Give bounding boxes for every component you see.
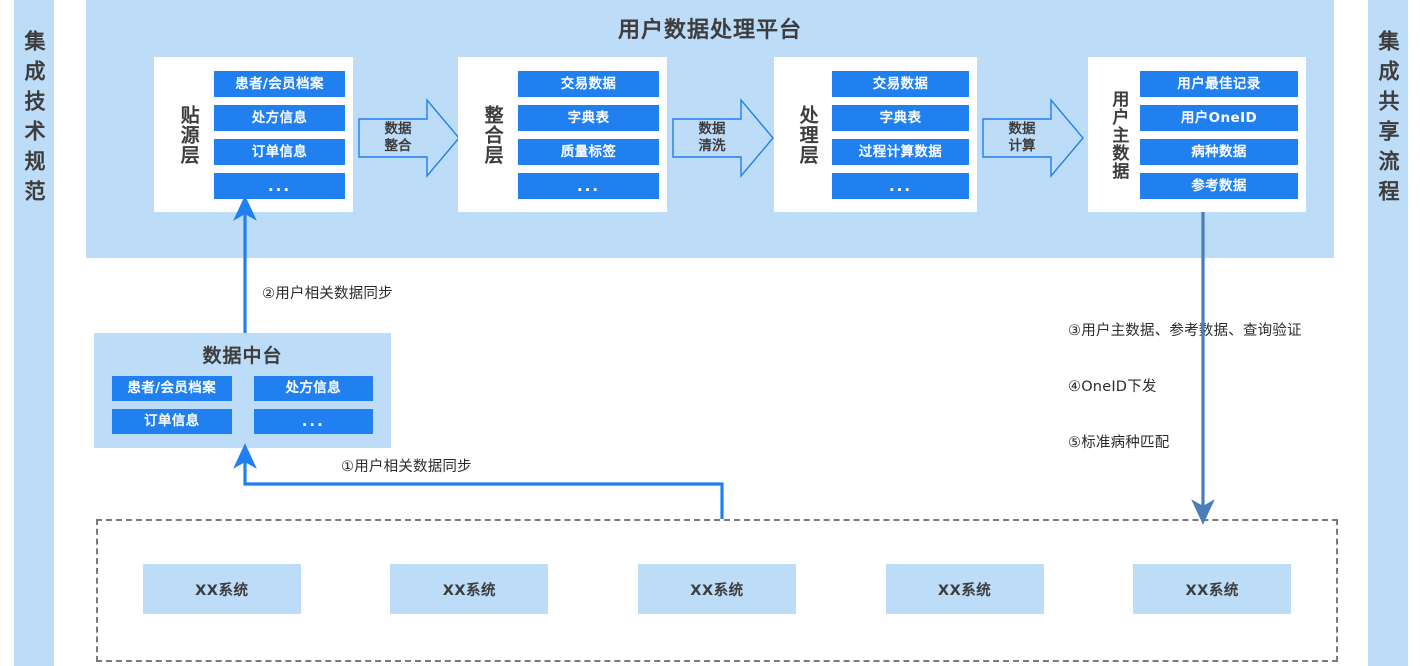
layer-name: 贴源层	[177, 104, 200, 165]
block-arrow-data-integration: 数据 整合	[357, 97, 461, 179]
layer-item-chip: 用户最佳记录	[1140, 70, 1298, 97]
block-arrow-icon	[672, 98, 774, 178]
layer-item-chip: 处方信息	[214, 104, 345, 131]
block-arrow-icon	[982, 98, 1084, 178]
block-arrow-data-compute: 数据 计算	[981, 97, 1085, 179]
annotation-flow-2: ②用户相关数据同步	[262, 286, 393, 302]
layer-box-integration: 整合层 交易数据 字典表 质量标签 ...	[458, 57, 667, 212]
layer-item-chip: 交易数据	[518, 70, 659, 97]
layer-box-source: 贴源层 患者/会员档案 处方信息 订单信息 ...	[154, 57, 353, 212]
layer-box-processing: 处理层 交易数据 字典表 过程计算数据 ...	[774, 57, 977, 212]
system-box: XX系统	[142, 564, 301, 614]
annotation-flow-5: ⑤标准病种匹配	[1068, 435, 1170, 451]
left-band-label: 集成技术规范	[22, 30, 46, 210]
layer-item-chip: 过程计算数据	[832, 138, 969, 165]
layer-name: 整合层	[481, 104, 504, 165]
data-midend-title: 数据中台	[202, 345, 283, 367]
block-arrow-label: 数据 清洗	[698, 121, 726, 154]
layer-item-chip: 订单信息	[214, 138, 345, 165]
data-midend-chip: 订单信息	[112, 409, 232, 434]
system-box: XX系统	[637, 564, 796, 614]
data-midend-items: 患者/会员档案 处方信息 订单信息 ...	[94, 368, 391, 434]
annotation-flow-3: ③用户主数据、参考数据、查询验证	[1068, 323, 1302, 339]
block-arrow-icon	[358, 98, 460, 178]
layer-name: 处理层	[796, 104, 819, 165]
system-box: XX系统	[1133, 564, 1292, 614]
layer-box-user-master-data: 用户主数据 用户最佳记录 用户OneID 病种数据 参考数据	[1088, 57, 1306, 212]
data-midend-chip: ...	[253, 409, 373, 434]
layer-item-chip: ...	[832, 172, 969, 199]
annotation-flow-1: ①用户相关数据同步	[341, 459, 472, 475]
block-arrow-data-cleaning: 数据 清洗	[671, 97, 775, 179]
left-band-integration-spec: 集成技术规范	[14, 0, 54, 666]
layer-items: 用户最佳记录 用户OneID 病种数据 参考数据	[1140, 57, 1306, 212]
data-midend-chip: 处方信息	[253, 376, 373, 401]
layer-item-chip: 用户OneID	[1140, 104, 1298, 131]
layer-item-chip: 参考数据	[1140, 172, 1298, 199]
layer-item-chip: 交易数据	[832, 70, 969, 97]
layer-items: 交易数据 字典表 过程计算数据 ...	[832, 57, 977, 212]
data-midend-chip: 患者/会员档案	[112, 376, 232, 401]
layer-item-chip: ...	[518, 172, 659, 199]
layer-items: 交易数据 字典表 质量标签 ...	[518, 57, 667, 212]
layer-items: 患者/会员档案 处方信息 订单信息 ...	[214, 57, 353, 212]
external-systems-row: XX系统 XX系统 XX系统 XX系统 XX系统	[98, 564, 1336, 614]
layer-item-chip: ...	[214, 172, 345, 199]
data-midend-panel: 数据中台 患者/会员档案 处方信息 订单信息 ...	[94, 333, 391, 448]
system-box: XX系统	[885, 564, 1044, 614]
right-band-integration-flow: 集成共享流程	[1368, 0, 1408, 666]
right-band-label: 集成共享流程	[1376, 30, 1400, 210]
layer-item-chip: 患者/会员档案	[214, 70, 345, 97]
layer-item-chip: 病种数据	[1140, 138, 1298, 165]
system-box: XX系统	[390, 564, 549, 614]
external-systems-region: XX系统 XX系统 XX系统 XX系统 XX系统	[96, 519, 1338, 662]
block-arrow-label: 数据 计算	[1008, 121, 1036, 154]
layer-name: 用户主数据	[1108, 89, 1129, 180]
layer-item-chip: 字典表	[518, 104, 659, 131]
annotation-flow-4: ④OneID下发	[1068, 379, 1157, 395]
block-arrow-label: 数据 整合	[384, 121, 412, 154]
page-title: 用户数据处理平台	[617, 18, 802, 43]
layer-item-chip: 字典表	[832, 104, 969, 131]
layer-item-chip: 质量标签	[518, 138, 659, 165]
connector-systems-to-midend	[233, 443, 724, 519]
